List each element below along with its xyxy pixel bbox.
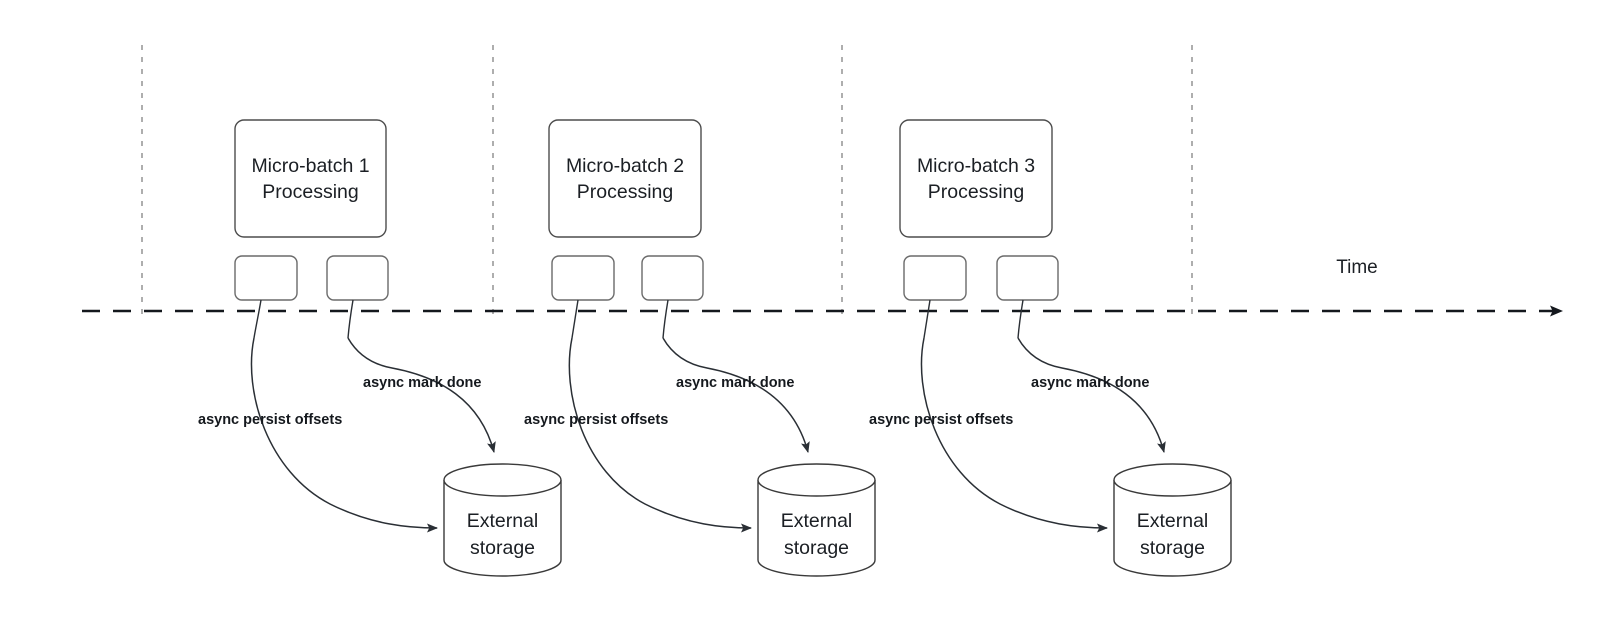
edge-label-mark-done-1: async mark done bbox=[363, 375, 481, 391]
external-storage-2-top bbox=[757, 463, 876, 497]
external-storage-2-body bbox=[757, 480, 876, 577]
micro-batch-group-2: Micro-batch 2 Processing async persist o… bbox=[524, 119, 876, 577]
external-storage-3-line1: External bbox=[1137, 510, 1209, 532]
process-box-3-line1: Micro-batch 3 bbox=[917, 155, 1035, 177]
external-storage-3-top bbox=[1113, 463, 1232, 497]
external-storage-2-line1: External bbox=[781, 510, 853, 532]
external-storage-2[interactable]: External storage bbox=[757, 463, 876, 577]
stem-3-right bbox=[1017, 299, 1024, 339]
edge-persist-offsets-3 bbox=[920, 337, 1108, 533]
external-storage-3-body bbox=[1113, 480, 1232, 577]
time-axis-label: Time bbox=[1336, 257, 1378, 278]
process-box-2[interactable] bbox=[548, 119, 702, 238]
process-box-1-line2: Processing bbox=[262, 181, 358, 203]
edge-persist-offsets-1 bbox=[250, 337, 438, 533]
stem-2-left bbox=[571, 299, 579, 339]
stem-3-left bbox=[923, 299, 931, 339]
process-box-3[interactable] bbox=[899, 119, 1053, 238]
edge-label-mark-done-3: async mark done bbox=[1031, 375, 1149, 391]
external-storage-1[interactable]: External storage bbox=[443, 463, 562, 577]
external-storage-1-line1: External bbox=[467, 510, 539, 532]
mini-box-3-left[interactable] bbox=[903, 255, 967, 301]
edge-label-persist-offsets-1: async persist offsets bbox=[198, 412, 342, 428]
process-box-2-line1: Micro-batch 2 bbox=[566, 155, 684, 177]
external-storage-1-line2: storage bbox=[470, 537, 535, 559]
mini-box-2-right[interactable] bbox=[641, 255, 704, 301]
process-box-3-line2: Processing bbox=[928, 181, 1024, 203]
tick-lines-group bbox=[141, 45, 1193, 315]
stem-1-left bbox=[253, 299, 262, 339]
edge-label-mark-done-2: async mark done bbox=[676, 375, 794, 391]
external-storage-1-top bbox=[443, 463, 562, 497]
mini-box-1-left[interactable] bbox=[234, 255, 298, 301]
process-box-1[interactable] bbox=[234, 119, 387, 238]
edge-mark-done-2 bbox=[662, 337, 810, 453]
stem-1-right bbox=[347, 299, 354, 339]
external-storage-2-line2: storage bbox=[784, 537, 849, 559]
stem-2-right bbox=[662, 299, 669, 339]
process-box-2-line2: Processing bbox=[577, 181, 673, 203]
time-axis-group: Time bbox=[82, 257, 1563, 317]
edge-mark-done-3 bbox=[1017, 337, 1166, 453]
micro-batch-group-3: Micro-batch 3 Processing async persist o… bbox=[869, 119, 1232, 577]
external-storage-3-line2: storage bbox=[1140, 537, 1205, 559]
mini-box-3-right[interactable] bbox=[996, 255, 1059, 301]
process-box-1-line1: Micro-batch 1 bbox=[251, 155, 369, 177]
edge-persist-offsets-2 bbox=[568, 337, 752, 533]
mini-box-1-right[interactable] bbox=[326, 255, 389, 301]
edge-label-persist-offsets-3: async persist offsets bbox=[869, 412, 1013, 428]
edge-mark-done-1 bbox=[347, 337, 496, 453]
micro-batch-group-1: Micro-batch 1 Processing async persist o… bbox=[198, 119, 562, 577]
external-storage-1-body bbox=[443, 480, 562, 577]
external-storage-3[interactable]: External storage bbox=[1113, 463, 1232, 577]
edge-label-persist-offsets-2: async persist offsets bbox=[524, 412, 668, 428]
mini-box-2-left[interactable] bbox=[551, 255, 615, 301]
